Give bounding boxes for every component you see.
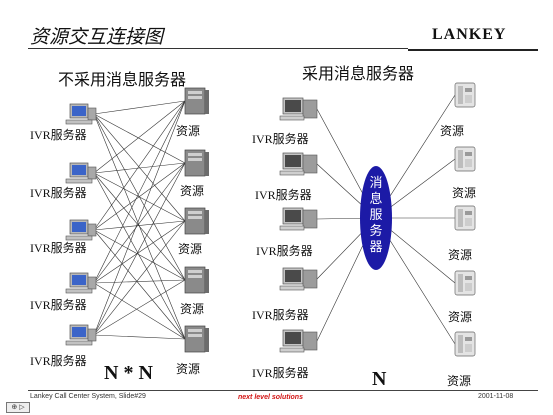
mesh-relation-label: N * N — [104, 362, 153, 384]
right-resource-label-2: 资源 — [452, 186, 477, 200]
hub-label-char-1: 消 — [369, 176, 383, 191]
message-server-label: 消息服务器 — [360, 176, 392, 256]
resource-server-tower-icon-4 — [184, 266, 209, 294]
ivr-server-computer-icon-3 — [65, 219, 97, 241]
left-ivr-label-4: IVR服务器 — [30, 298, 87, 312]
footer-divider — [28, 390, 538, 391]
resource-server-tower-icon-1 — [184, 87, 209, 115]
left-resource-label-1: 资源 — [176, 124, 201, 138]
hub-label-char-5: 器 — [369, 240, 383, 255]
ivr-server-computer-icon-6 — [279, 97, 318, 121]
hub-label-char-2: 息 — [369, 192, 383, 207]
left-resource-label-5: 资源 — [176, 362, 201, 376]
ivr-server-computer-icon-5 — [65, 324, 97, 346]
footer-left-text: Lankey Call Center System, Slide#29 — [30, 393, 146, 400]
resource-telephone-icon-2 — [454, 146, 476, 172]
resource-telephone-icon-3 — [454, 205, 476, 231]
right-resource-label-4: 资源 — [448, 310, 473, 324]
footer-date: 2001-11-08 — [478, 393, 514, 400]
slide-nav-button[interactable]: ⊕ ▷ — [6, 402, 30, 413]
left-ivr-label-1: IVR服务器 — [30, 128, 87, 142]
mesh-connections — [93, 100, 186, 340]
resource-telephone-icon-5 — [454, 331, 476, 357]
resource-server-tower-icon-3 — [184, 207, 209, 235]
ivr-server-computer-icon-8 — [279, 207, 318, 231]
ivr-server-computer-icon-9 — [279, 267, 318, 291]
right-ivr-label-3: IVR服务器 — [256, 244, 313, 258]
left-ivr-label-3: IVR服务器 — [30, 241, 87, 255]
resource-telephone-icon-1 — [454, 82, 476, 108]
right-resource-label-1: 资源 — [440, 124, 465, 138]
hub-relation-label: N — [372, 368, 387, 390]
slide-title: 资源交互连接图 — [30, 26, 164, 48]
ivr-server-computer-icon-4 — [65, 272, 97, 294]
left-resource-label-4: 资源 — [180, 302, 205, 316]
ivr-server-computer-icon-7 — [279, 152, 318, 176]
hub-label-char-3: 服 — [369, 208, 383, 223]
resource-server-tower-icon-5 — [184, 325, 209, 353]
left-ivr-label-2: IVR服务器 — [30, 186, 87, 200]
left-resource-label-2: 资源 — [180, 184, 205, 198]
right-ivr-label-2: IVR服务器 — [255, 188, 312, 202]
footer-slogan: next level solutions — [238, 394, 303, 401]
resource-server-tower-icon-2 — [184, 149, 209, 177]
hub-label-char-4: 务 — [369, 224, 383, 239]
brand-logo-text: LANKEY — [432, 26, 507, 43]
resource-telephone-icon-4 — [454, 270, 476, 296]
ivr-server-computer-icon-10 — [279, 329, 318, 353]
title-divider — [28, 48, 408, 49]
right-resource-label-3: 资源 — [448, 248, 473, 262]
left-resource-label-3: 资源 — [178, 242, 203, 256]
left-ivr-label-5: IVR服务器 — [30, 354, 87, 368]
left-section-title: 不采用消息服务器 — [58, 70, 187, 89]
right-ivr-label-5: IVR服务器 — [252, 366, 309, 380]
ivr-server-computer-icon-2 — [65, 162, 97, 184]
message-server-hub — [360, 166, 392, 270]
right-ivr-label-4: IVR服务器 — [252, 308, 309, 322]
right-ivr-label-1: IVR服务器 — [252, 132, 309, 146]
right-resource-label-5: 资源 — [447, 374, 472, 388]
brand-underline — [408, 49, 538, 51]
ivr-server-computer-icon-1 — [65, 103, 97, 125]
right-section-title: 采用消息服务器 — [302, 64, 415, 83]
